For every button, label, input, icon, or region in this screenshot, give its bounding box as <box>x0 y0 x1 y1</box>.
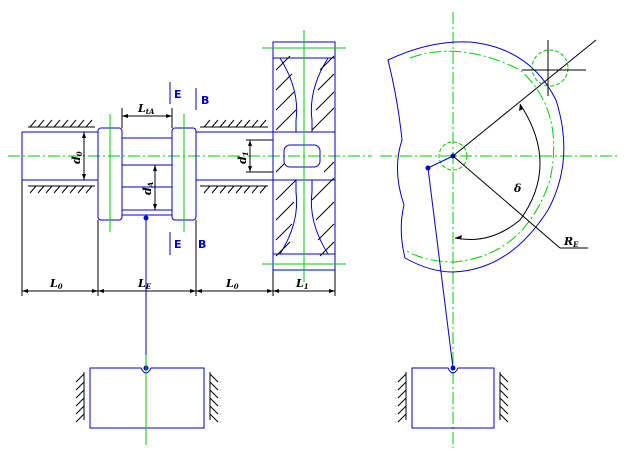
left-shaft-segment <box>21 119 98 194</box>
left-hatch-top <box>29 119 93 128</box>
label-L0-left: L0 <box>49 277 63 291</box>
label-LE: LE <box>137 277 152 291</box>
right-hatch-bottom <box>203 185 267 194</box>
label-RE: RE <box>563 235 579 249</box>
section-mark-b-top: B <box>201 94 209 107</box>
crank-link <box>427 155 454 169</box>
cam-pitch-circle <box>404 50 555 263</box>
cam-center-circle <box>438 141 468 171</box>
right-hatch-top <box>203 119 267 128</box>
section-mark-b-bottom: B <box>198 238 206 251</box>
flywheel-hatch <box>275 55 335 257</box>
cam-end-view: RE δ <box>380 12 618 448</box>
label-L0-right: L0 <box>225 277 239 291</box>
section-mark-e-bottom: E <box>174 238 182 251</box>
dim-dA: dA <box>141 165 157 210</box>
label-d1: d1 <box>236 151 250 164</box>
dim-d0: d0 <box>70 132 86 180</box>
ref-line-radius <box>452 155 561 249</box>
dim-LtA: LtA <box>121 102 173 128</box>
delta-arrowheads <box>455 104 523 239</box>
label-L1: L1 <box>295 277 309 291</box>
lower-block-left <box>75 355 219 445</box>
flywheel-section <box>262 30 346 282</box>
ref-line-upper <box>452 39 597 157</box>
right-shaft-segment <box>196 119 273 194</box>
lower-block-right <box>397 367 509 429</box>
dim-bottom-lengths: L0 LE L0 L1 <box>21 180 336 296</box>
label-dA: dA <box>141 181 155 195</box>
section-mark-e-top: E <box>174 88 182 101</box>
central-mass-block <box>97 114 197 232</box>
label-delta: δ <box>513 182 521 195</box>
upper-right-circle <box>531 49 569 87</box>
left-hatch-bottom <box>29 185 93 194</box>
label-d0: d0 <box>70 151 84 164</box>
dim-d1: d1 <box>236 139 273 173</box>
pivot-bottom-right <box>450 365 456 371</box>
cam-outline <box>387 41 565 273</box>
shaft-assembly-view: E B E B d0 dA d1 LtA <box>8 30 372 445</box>
rod-right <box>427 167 454 369</box>
label-LtA: LtA <box>137 102 155 116</box>
delta-arc <box>454 103 541 241</box>
